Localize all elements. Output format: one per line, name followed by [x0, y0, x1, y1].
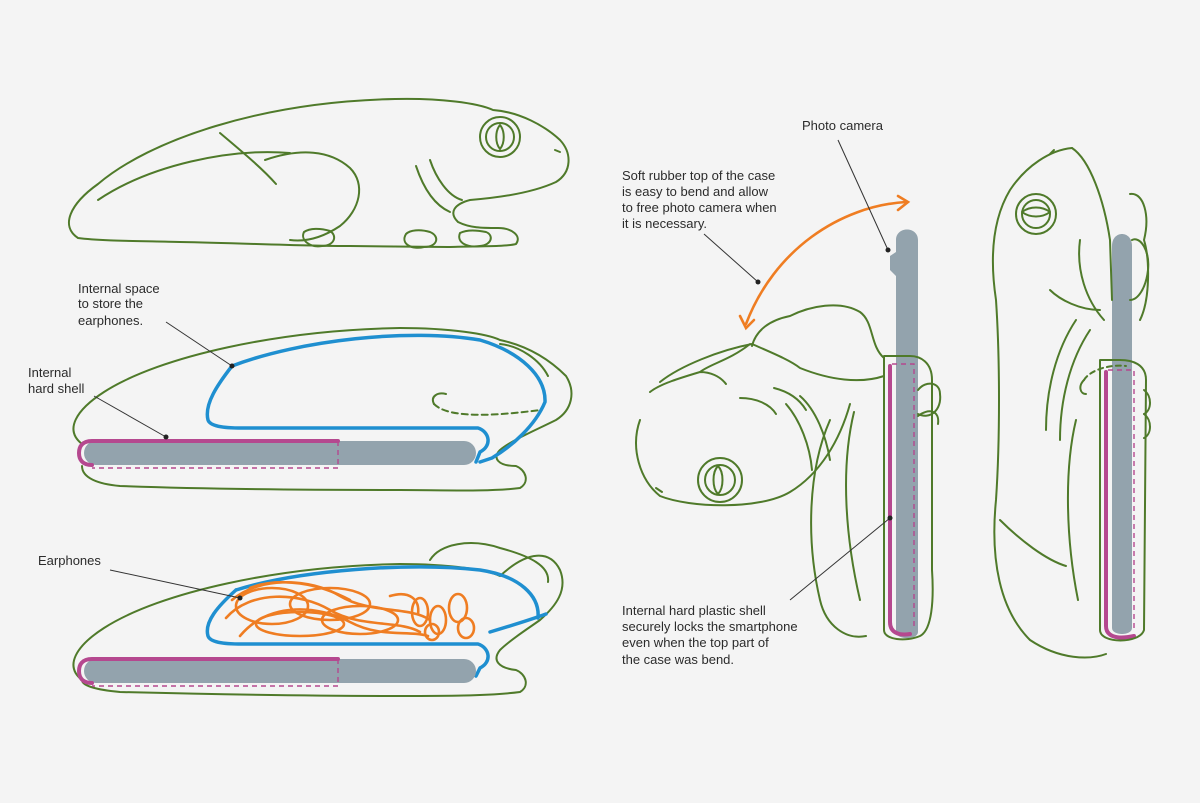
hard-shell — [77, 657, 340, 685]
label-soft-rubber-top: Soft rubber top of the case is easy to b… — [622, 168, 780, 231]
label-internal-hard-shell: Internal hard shell — [28, 365, 84, 396]
bend-arrow-head-bottom — [738, 314, 756, 331]
storage-pocket — [205, 588, 490, 678]
frog-open-case — [635, 229, 942, 641]
earphones-cable-bundle — [224, 580, 476, 642]
smartphone — [890, 229, 918, 638]
hard-shell — [77, 439, 340, 467]
hard-shell — [1104, 370, 1136, 640]
bend-arrow — [744, 200, 908, 326]
hard-shell — [888, 364, 912, 637]
label-internal-space: Internal space to store the earphones. — [78, 281, 163, 328]
storage-pocket — [205, 364, 490, 464]
smartphone — [84, 659, 476, 683]
bend-arrow-head-top — [896, 194, 911, 212]
label-earphones: Earphones — [38, 553, 101, 568]
frog-side-view — [67, 97, 570, 249]
label-internal-plastic-shell: Internal hard plastic shell securely loc… — [622, 603, 801, 667]
label-photo-camera: Photo camera — [802, 118, 884, 133]
smartphone — [84, 441, 476, 465]
frog-cross-section — [72, 327, 573, 492]
frog-with-earphones — [72, 542, 564, 697]
smartphone — [1112, 234, 1132, 634]
frog-closed-case — [992, 147, 1151, 659]
